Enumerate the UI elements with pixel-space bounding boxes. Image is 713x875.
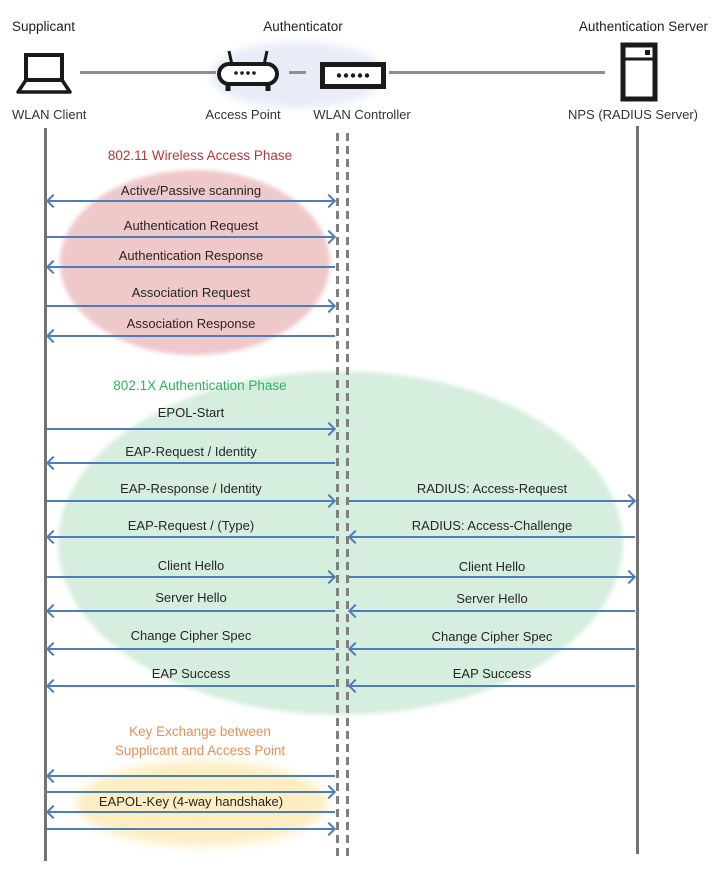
label-client-hello-left: Client Hello xyxy=(157,558,225,573)
label-scanning: Active/Passive scanning xyxy=(120,183,262,198)
server-icon xyxy=(620,42,658,102)
phase3-title: Key Exchange between Supplicant and Acce… xyxy=(56,722,344,760)
lifeline-controller-dashed-2 xyxy=(346,133,349,857)
label-auth-request: Authentication Request xyxy=(123,218,259,233)
access-point-icon xyxy=(216,49,280,93)
arrow-eap-request-type xyxy=(47,536,335,538)
arrow-auth-response xyxy=(47,266,335,268)
caption-wlan-client: WLAN Client xyxy=(12,107,87,122)
caption-nps: NPS (RADIUS Server) xyxy=(567,107,699,122)
label-eap-request-type: EAP-Request / (Type) xyxy=(127,518,255,533)
label-epol-start: EPOL-Start xyxy=(157,405,225,420)
arrow-auth-request xyxy=(47,236,335,238)
phase2-title: 802.1X Authentication Phase xyxy=(113,378,287,393)
label-radius-access-request: RADIUS: Access-Request xyxy=(416,481,568,496)
label-change-cipher-left: Change Cipher Spec xyxy=(130,628,252,643)
arrow-assoc-request xyxy=(47,305,335,307)
phase1-title: 802.11 Wireless Access Phase xyxy=(107,148,293,163)
role-supplicant: Supplicant xyxy=(12,19,76,34)
arrow-eap-success-right xyxy=(349,685,635,687)
arrow-scanning xyxy=(47,200,335,202)
label-auth-response: Authentication Response xyxy=(118,248,264,263)
phase2-ellipse xyxy=(58,371,623,715)
role-authentication-server: Authentication Server xyxy=(578,19,708,34)
label-eap-request-identity: EAP-Request / Identity xyxy=(125,444,257,459)
lifeline-radius-server xyxy=(636,126,639,854)
arrow-change-cipher-right xyxy=(349,648,635,650)
arrow-radius-access-request xyxy=(349,500,635,502)
arrow-eap-response-identity xyxy=(47,500,335,502)
caption-wlan-controller: WLAN Controller xyxy=(313,107,411,122)
lifeline-wlan-client xyxy=(44,128,47,861)
label-change-cipher-right: Change Cipher Spec xyxy=(431,629,553,644)
arrow-server-hello-left xyxy=(47,610,335,612)
caption-access-point: Access Point xyxy=(205,107,281,122)
lifeline-controller-dashed-1 xyxy=(336,133,339,857)
arrow-eap-request-identity xyxy=(47,462,335,464)
connector-ap-controller xyxy=(289,71,306,74)
arrow-client-hello-left xyxy=(47,576,335,578)
arrow-change-cipher-left xyxy=(47,648,335,650)
arrow-radius-access-challenge xyxy=(349,536,635,538)
arrow-eapol-key-4 xyxy=(47,828,335,830)
label-eap-success-right: EAP Success xyxy=(452,666,532,681)
label-radius-access-challenge: RADIUS: Access-Challenge xyxy=(411,518,573,533)
wlan-controller-icon xyxy=(320,62,386,89)
label-eapol-key: EAPOL-Key (4-way handshake) xyxy=(98,794,284,809)
connector-client-ap xyxy=(80,71,216,74)
arrow-server-hello-right xyxy=(349,610,635,612)
label-server-hello-left: Server Hello xyxy=(155,590,227,605)
connector-controller-server xyxy=(389,71,605,74)
role-authenticator: Authenticator xyxy=(263,19,343,34)
label-server-hello-right: Server Hello xyxy=(456,591,528,606)
label-assoc-response: Association Response xyxy=(126,316,256,331)
arrow-client-hello-right xyxy=(349,576,635,578)
arrow-eapol-key-3 xyxy=(47,811,335,813)
label-assoc-request: Association Request xyxy=(131,285,251,300)
label-eap-success-left: EAP Success xyxy=(151,666,231,681)
arrow-eapol-key-2 xyxy=(47,791,335,793)
label-client-hello-right: Client Hello xyxy=(458,559,526,574)
arrow-eap-success-left xyxy=(47,685,335,687)
phase3-title-line1: Key Exchange between xyxy=(129,724,271,739)
phase3-title-line2: Supplicant and Access Point xyxy=(114,743,286,758)
arrow-assoc-response xyxy=(47,335,335,337)
arrow-epol-start xyxy=(47,428,335,430)
laptop-icon xyxy=(10,52,78,96)
arrow-eapol-key-1 xyxy=(47,775,335,777)
label-eap-response-identity: EAP-Response / Identity xyxy=(120,481,262,496)
